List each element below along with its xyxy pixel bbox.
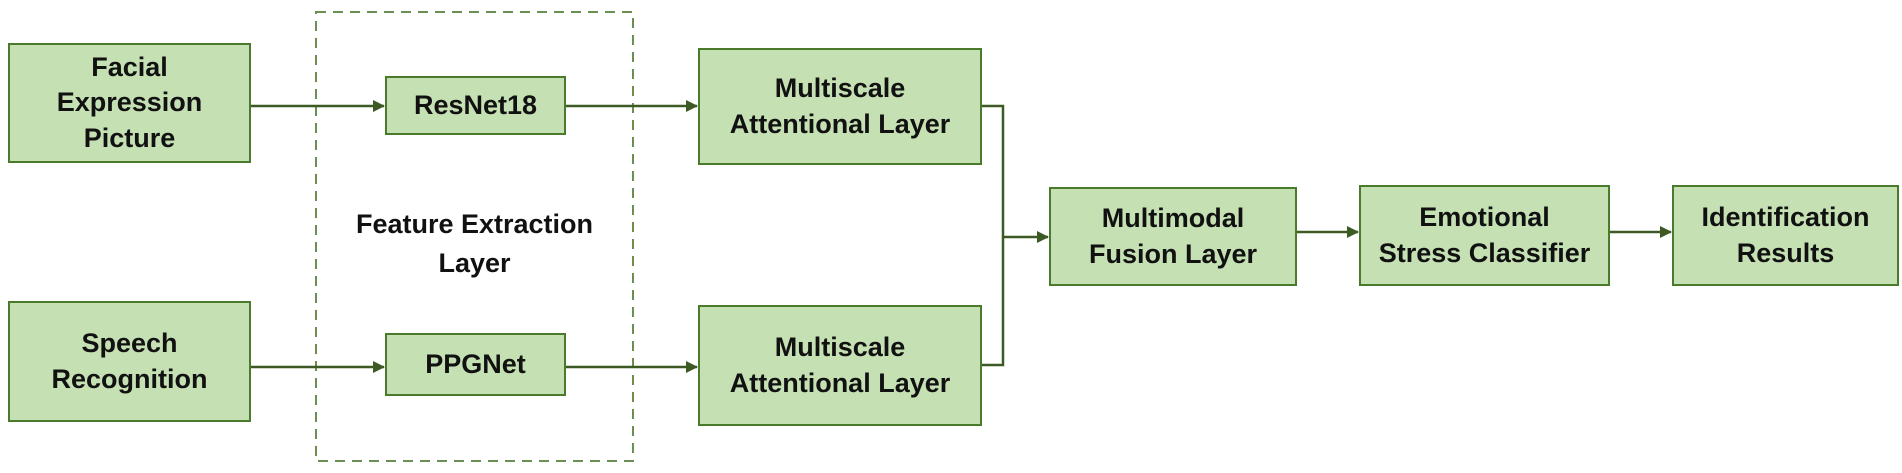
group-label-line-1: Feature Extraction <box>355 209 594 239</box>
node-facial-expression-picture: Facial Expression Picture <box>8 43 251 163</box>
node-msa-top-line-1: Multiscale <box>774 73 906 104</box>
node-emotional-stress-classifier: Emotional Stress Classifier <box>1359 185 1610 286</box>
node-speech-line-1: Speech <box>81 328 178 359</box>
node-fusion-line-2: Fusion Layer <box>1088 238 1258 269</box>
node-msa-bottom-line-2: Attentional Layer <box>729 367 951 398</box>
node-results-line-1: Identification <box>1701 202 1870 233</box>
node-multiscale-attentional-layer-bottom: Multiscale Attentional Layer <box>698 305 982 426</box>
feature-extraction-group-border <box>315 11 634 462</box>
node-fusion-line-1: Multimodal <box>1101 203 1245 234</box>
node-facial-line-2: Expression <box>56 87 203 118</box>
node-multiscale-attentional-layer-top: Multiscale Attentional Layer <box>698 48 982 165</box>
edge-msa-top-merge <box>982 104 1005 367</box>
feature-extraction-group-label: Feature Extraction Layer <box>316 205 633 283</box>
node-resnet-label: ResNet18 <box>413 89 538 120</box>
group-label-line-2: Layer <box>438 248 511 279</box>
node-ppgnet-label: PPGNet <box>425 348 526 379</box>
node-resnet18: ResNet18 <box>385 76 566 135</box>
node-facial-line-1: Facial <box>91 52 168 83</box>
node-identification-results: Identification Results <box>1672 185 1899 286</box>
node-classifier-line-2: Stress Classifier <box>1378 237 1591 268</box>
node-facial-line-3: Picture <box>83 122 176 153</box>
node-ppgnet: PPGNet <box>385 333 566 396</box>
node-speech-recognition: Speech Recognition <box>8 301 251 422</box>
node-speech-line-2: Recognition <box>51 363 208 394</box>
node-classifier-line-1: Emotional <box>1419 202 1550 233</box>
node-results-line-2: Results <box>1736 237 1835 268</box>
node-msa-top-line-2: Attentional Layer <box>729 108 951 139</box>
node-msa-bottom-line-1: Multiscale <box>774 332 906 363</box>
node-multimodal-fusion-layer: Multimodal Fusion Layer <box>1049 187 1297 286</box>
